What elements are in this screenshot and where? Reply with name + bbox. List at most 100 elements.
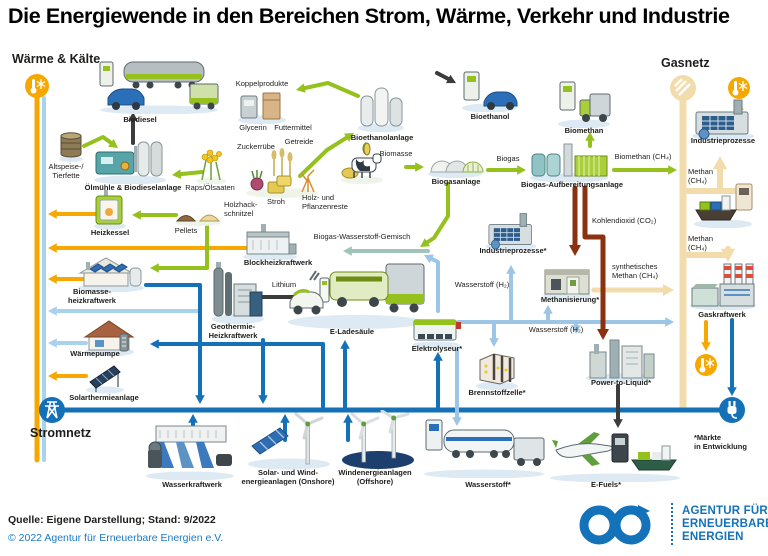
waerme-kaelte-header: Wärme & Kälte — [12, 52, 101, 66]
biogasanlage-aufbereitung-arrow-head — [517, 165, 526, 175]
bioethanolanlage-icon — [356, 84, 406, 132]
gas-gaskraftwerk-arrow — [680, 245, 731, 258]
glycerin-label: Glycerin — [239, 123, 267, 132]
h2-methanisierung-arrow-head — [543, 305, 553, 314]
stromnetz-abnehmer-icon — [719, 397, 745, 423]
strom-elektrolyseur-arrow-head — [433, 352, 443, 361]
gas-industrie-arrow-head — [712, 156, 728, 170]
energiepflanzen-icon — [244, 146, 320, 198]
aufbereitungsanlage-icon — [528, 142, 610, 182]
pellets-label: Pellets — [174, 226, 198, 235]
h2-verkehr-arrow-head — [452, 417, 462, 426]
h2-gemisch-arrow-head — [424, 254, 434, 264]
zuckerruebe-label: Zuckerrübe — [237, 142, 275, 151]
heizkessel-label: Heizkessel — [90, 228, 130, 237]
gasnetz-header: Gasnetz — [661, 56, 710, 70]
biomassehkw-strom-arrow — [144, 283, 202, 398]
biodiesel-label: Biodiesel — [123, 115, 157, 124]
wasserstoff-h2-label-2: Wasserstoff (H₂) — [528, 325, 584, 334]
elektrolyseur-icon — [410, 312, 462, 348]
wasserstoff-label: Wasserstoff* — [465, 480, 511, 489]
brennstoffzelle-icon — [474, 348, 520, 390]
altfette-oelmuehle-arrow-head — [108, 138, 118, 148]
strom-waermepumpe-arrow-head — [150, 339, 159, 349]
methanisierung-label: Methanisierung* — [540, 295, 600, 304]
h2-ptl-arrow-head — [571, 325, 581, 334]
co2-methanisierung-arrow-head — [569, 245, 581, 256]
futtermittel-label: Futtermittel — [274, 123, 312, 132]
gaskraftwerk-label: Gaskraftwerk — [698, 310, 746, 319]
holzhack-label: Holzhack-schnitzel — [224, 200, 258, 218]
wasserkraftwerk-label: Wasserkraftwerk — [162, 480, 222, 489]
gaskraftwerk-waerme-arrow-head — [701, 342, 711, 351]
solarthermie-waerme-arrow-head — [48, 371, 57, 381]
industrieprozesse-gas-icon — [690, 96, 756, 140]
e-fahrzeuge-icon — [286, 250, 426, 330]
gemisch-bhkw-arrow-head — [343, 246, 352, 256]
geothermie-icon — [210, 262, 266, 324]
waerme-kaelte-icon — [25, 74, 49, 98]
h2-brennstoffzelle-arrow-head — [489, 338, 499, 347]
h2-haupt-leitung-head — [665, 317, 674, 327]
gaskraftwerk-waerme-icon — [695, 354, 717, 376]
raps-icon — [194, 144, 228, 184]
getreide-label: Getreide — [284, 137, 314, 146]
biomasse-label: Biomasse — [379, 149, 413, 158]
altfette-label: Altspeise-/Tierfette — [48, 162, 84, 180]
pellets-icon — [174, 206, 222, 226]
elektrolyseur-label: Elektrolyseur* — [411, 344, 463, 353]
e-fuels-label: E-Fuels* — [590, 480, 622, 489]
industrieprozesse-gas-label: Industrieprozesse — [690, 136, 756, 145]
geothermie-strom-arrow-head — [258, 395, 268, 404]
biomethan-label: Biomethan — [564, 126, 604, 135]
solar-wind-onshore-icon — [246, 412, 332, 470]
wind-offshore-icon — [334, 410, 422, 470]
biogas-label-1: Biogas — [496, 154, 520, 163]
holz-biomassehkw-arrow — [156, 224, 209, 270]
blockheizkraftwerk-label: Blockheizkraftwerk — [243, 258, 313, 267]
logo-text: AGENTUR FÜR ERNEUERBARE ENERGIEN — [682, 504, 768, 543]
logo-divider — [671, 503, 673, 545]
wasserstoff-fahrzeuge-icon — [422, 412, 546, 478]
raps-oelmuehle-arrow-head — [172, 169, 182, 179]
methan-label-1: Methan(CH₄) — [688, 167, 714, 185]
aufbereitung-biomethan-arrow-head — [585, 132, 595, 141]
stromnetz-header: Stromnetz — [30, 426, 92, 440]
kohlendioxid-label: Kohlendioxid (CO₂) — [592, 216, 657, 225]
methan-schiff-icon — [692, 182, 754, 228]
brennstoffzelle-label: Brennstoffzelle* — [468, 388, 526, 397]
wasserstoff-h2-label-1: Wasserstoff (H₂) — [454, 280, 510, 289]
blockheizkraftwerk-icon — [241, 224, 299, 260]
h2-gemisch-arrow — [429, 256, 440, 313]
copyright-note: © 2022 Agentur für Erneuerbare Energien … — [8, 532, 224, 544]
biodiesel-fahrzeuge-icon — [98, 56, 220, 114]
industrieprozesse-mitte-label: Industrieprozesse* — [479, 246, 547, 255]
biomasse-hkw-label: Biomasse-heizkraftwerk — [68, 287, 116, 305]
page-title: Die Energiewende in den Bereichen Strom,… — [8, 4, 730, 28]
solarthermie-label: Solarthermieanlage — [69, 393, 139, 402]
strom-waermepumpe-arrow — [156, 342, 325, 412]
methanisierung-icon — [541, 260, 593, 300]
ptl-efuels-arrow-head — [613, 419, 623, 428]
industrieprozesse-mitte-icon — [484, 210, 538, 250]
co2-ptl-arrow — [582, 185, 606, 332]
bhkw-waerme-arrow-head — [48, 243, 57, 253]
biogasanlage-gemisch-arrow-head — [420, 238, 430, 247]
koppelprodukte-label: Koppelprodukte — [235, 79, 289, 88]
solarthermie-icon — [84, 358, 126, 394]
power-to-liquid-label: Power-to-Liquid* — [591, 378, 651, 387]
h2-industrie-arrow-head — [506, 265, 516, 274]
holz-biomassehkw-arrow-head — [150, 263, 159, 273]
infinity-icon — [579, 505, 651, 545]
e-ladesaeule-label: E-Ladesäule — [329, 327, 375, 336]
waermepumpe-kaelte-arrow-head — [48, 338, 57, 348]
aufbereitung-gasnetz-arrow-head — [668, 165, 677, 175]
bioethanolanlage-bioethanol-arrow — [435, 71, 451, 81]
gemisch-label: Biogas-Wasserstoff-Gemisch — [313, 232, 411, 241]
synth-methan-gas-arrow-head — [663, 284, 674, 296]
